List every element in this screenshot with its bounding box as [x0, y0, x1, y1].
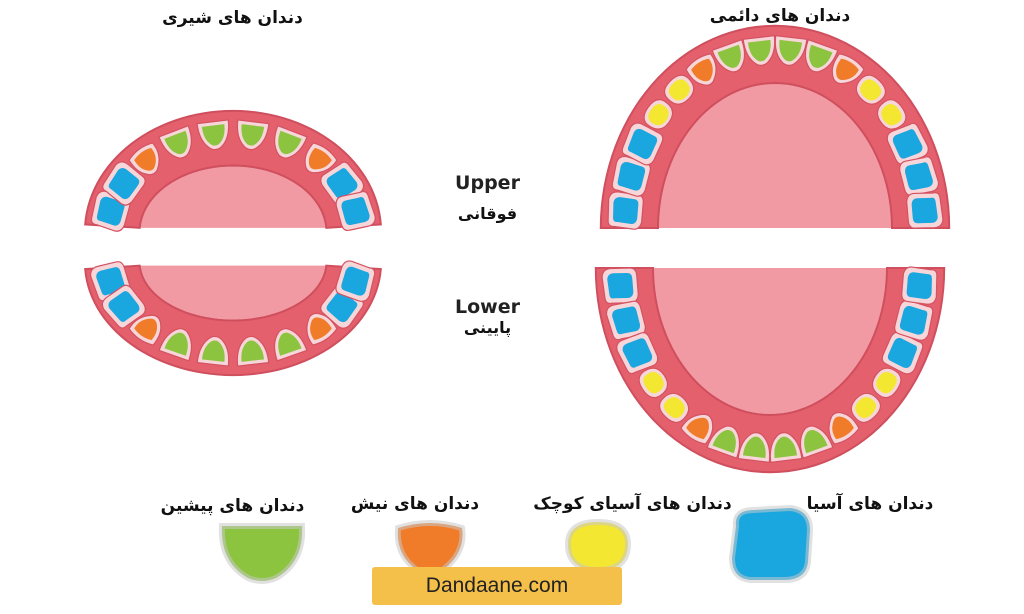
legend-tooth-shapes [218, 504, 814, 584]
permanent-upper-tooth-molar [906, 192, 944, 229]
permanent-upper-tooth-canine [685, 53, 717, 86]
upper-label: Upper [455, 172, 520, 194]
primary-teeth-title: دندان های شیری [162, 8, 303, 28]
primary-upper-tooth-molar [335, 190, 376, 232]
permanent-lower-tooth-molar [901, 266, 938, 305]
primary-lower-tooth-canine [306, 312, 338, 346]
permanent-lower-tooth-canine [828, 411, 860, 445]
primary-lower-tooth-canine [128, 314, 162, 346]
permanent-lower-tooth-premolar [871, 367, 902, 399]
primary-upper-palate [139, 165, 327, 228]
permanent-upper-tooth-premolar [876, 99, 907, 130]
primary-upper-tooth-incisor [196, 119, 230, 151]
permanent-lower-tooth-premolar [850, 392, 882, 423]
permanent-upper-tooth-canine [831, 53, 865, 85]
permanent-upper-tooth-incisor [774, 35, 808, 66]
permanent-upper-tooth-molar [611, 155, 651, 197]
permanent-upper-tooth-premolar [643, 99, 674, 130]
upper-label-fa: فوقانی [457, 204, 518, 223]
permanent-upper-tooth-molar [899, 156, 940, 196]
legend-label-incisors: دندان های پیشین [160, 496, 305, 516]
primary-upper-tooth-incisor [158, 124, 192, 159]
primary-upper-tooth-canine [304, 142, 338, 174]
legend-label-premolars: دندان های آسیای کوچک [533, 494, 732, 514]
gums-layer [84, 24, 951, 474]
permanent-upper-palate [658, 83, 892, 228]
primary-lower-tooth-incisor [236, 335, 270, 367]
primary-lower-tooth-molar [335, 260, 376, 302]
permanent-lower-palate [653, 268, 887, 415]
permanent-lower-tooth-molar [616, 332, 659, 375]
primary-upper-tooth-canine [128, 142, 160, 176]
permanent-upper-tooth-molar [621, 122, 664, 166]
permanent-lower-tooth-canine [680, 413, 714, 445]
permanent-lower-tooth-incisor [769, 432, 803, 463]
permanent-upper-tooth-premolar [855, 74, 887, 105]
primary-upper-gum [84, 109, 382, 229]
permanent-upper-tooth-molar [607, 191, 644, 230]
legend-label-canines: دندان های نیش [350, 494, 480, 514]
permanent-upper-tooth-incisor [711, 38, 746, 73]
brand-banner: Dandaane.com [372, 567, 622, 605]
permanent-upper-tooth-molar [886, 122, 929, 165]
permanent-upper-tooth-incisor [804, 38, 839, 73]
permanent-lower-tooth-premolar [638, 367, 669, 399]
primary-lower-palate [139, 265, 327, 321]
legend-shape-molar [728, 504, 814, 583]
lower-label-fa: پایینی [463, 318, 512, 337]
permanent-lower-tooth-incisor [706, 425, 741, 460]
permanent-teeth-title: دندان های دائمی [709, 6, 851, 26]
legend-shape-premolar [564, 518, 632, 574]
permanent-lower-tooth-molar [894, 299, 934, 341]
permanent-lower-tooth-incisor [737, 432, 771, 463]
primary-upper-tooth-incisor [236, 119, 270, 151]
permanent-lower-tooth-premolar [658, 392, 690, 423]
permanent-upper-tooth-premolar [663, 74, 695, 105]
brand-text: Dandaane.com [425, 574, 569, 597]
permanent-upper-gum [599, 24, 951, 229]
permanent-lower-tooth-molar [881, 331, 924, 375]
primary-upper-tooth-incisor [274, 124, 308, 159]
primary-lower-gum [84, 264, 382, 377]
lower-label: Lower [455, 296, 520, 318]
primary-upper-tooth-molar [102, 161, 146, 206]
primary-lower-tooth-incisor [196, 335, 230, 367]
teeth-layer [90, 35, 944, 463]
permanent-lower-tooth-molar [601, 267, 639, 305]
primary-lower-tooth-incisor [158, 328, 193, 362]
permanent-upper-tooth-incisor [742, 35, 776, 66]
permanent-lower-gum [594, 267, 946, 474]
primary-lower-tooth-molar [101, 284, 146, 329]
permanent-lower-tooth-incisor [799, 425, 834, 460]
legend-shape-incisor [218, 523, 306, 584]
primary-lower-tooth-incisor [273, 328, 308, 362]
legend-label-molars: دندان های آسیا [806, 494, 934, 514]
permanent-lower-tooth-molar [605, 300, 646, 341]
